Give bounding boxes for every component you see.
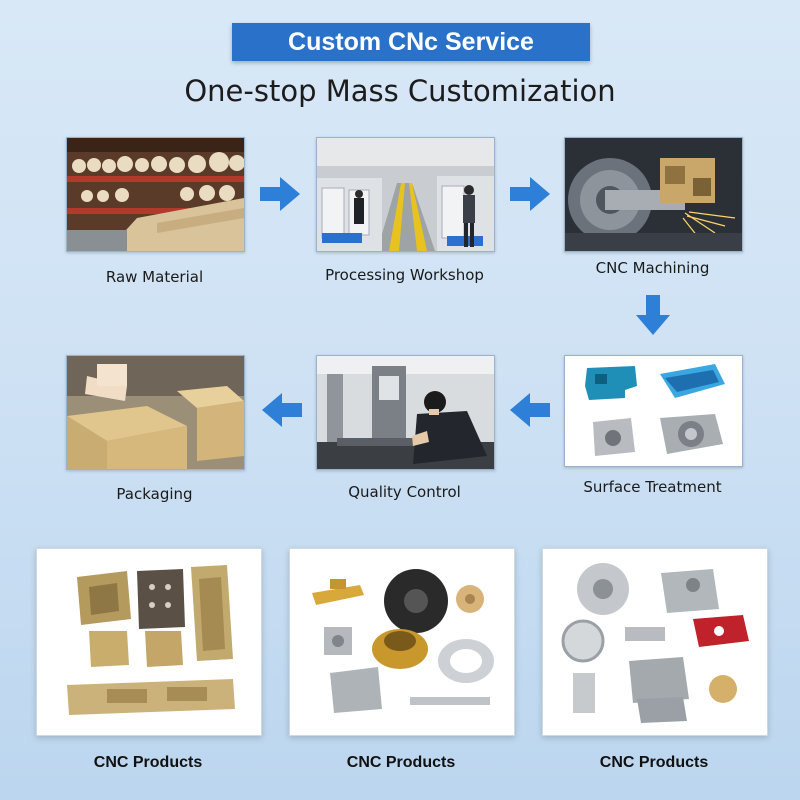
packaging-image [66,355,245,470]
step-label-quality-control: Quality Control [348,483,461,501]
processing-workshop-image [316,137,495,252]
arrow-icon [510,393,550,427]
step-label-processing-workshop: Processing Workshop [325,266,484,284]
title-banner: Custom CNc Service [232,23,590,61]
raw-material-image [66,137,245,252]
page-subtitle: One-stop Mass Customization [184,74,616,108]
product-card-mixed [289,548,515,736]
arrow-icon [636,295,670,335]
step-label-surface-treatment: Surface Treatment [583,478,722,496]
arrow-icon [260,177,300,211]
product-card-aluminum [542,548,768,736]
step-label-cnc-machining: CNC Machining [595,259,710,277]
product-label-2: CNC Products [346,754,456,771]
product-card-brass [36,548,262,736]
arrow-icon [262,393,302,427]
product-label-1: CNC Products [93,754,203,771]
surface-treatment-image [564,355,743,467]
step-label-raw-material: Raw Material [105,268,204,286]
quality-control-image [316,355,495,470]
product-label-3: CNC Products [599,754,709,771]
banner-title: Custom CNc Service [288,27,534,56]
arrow-icon [510,177,550,211]
cnc-machining-image [564,137,743,252]
step-label-packaging: Packaging [116,485,193,503]
